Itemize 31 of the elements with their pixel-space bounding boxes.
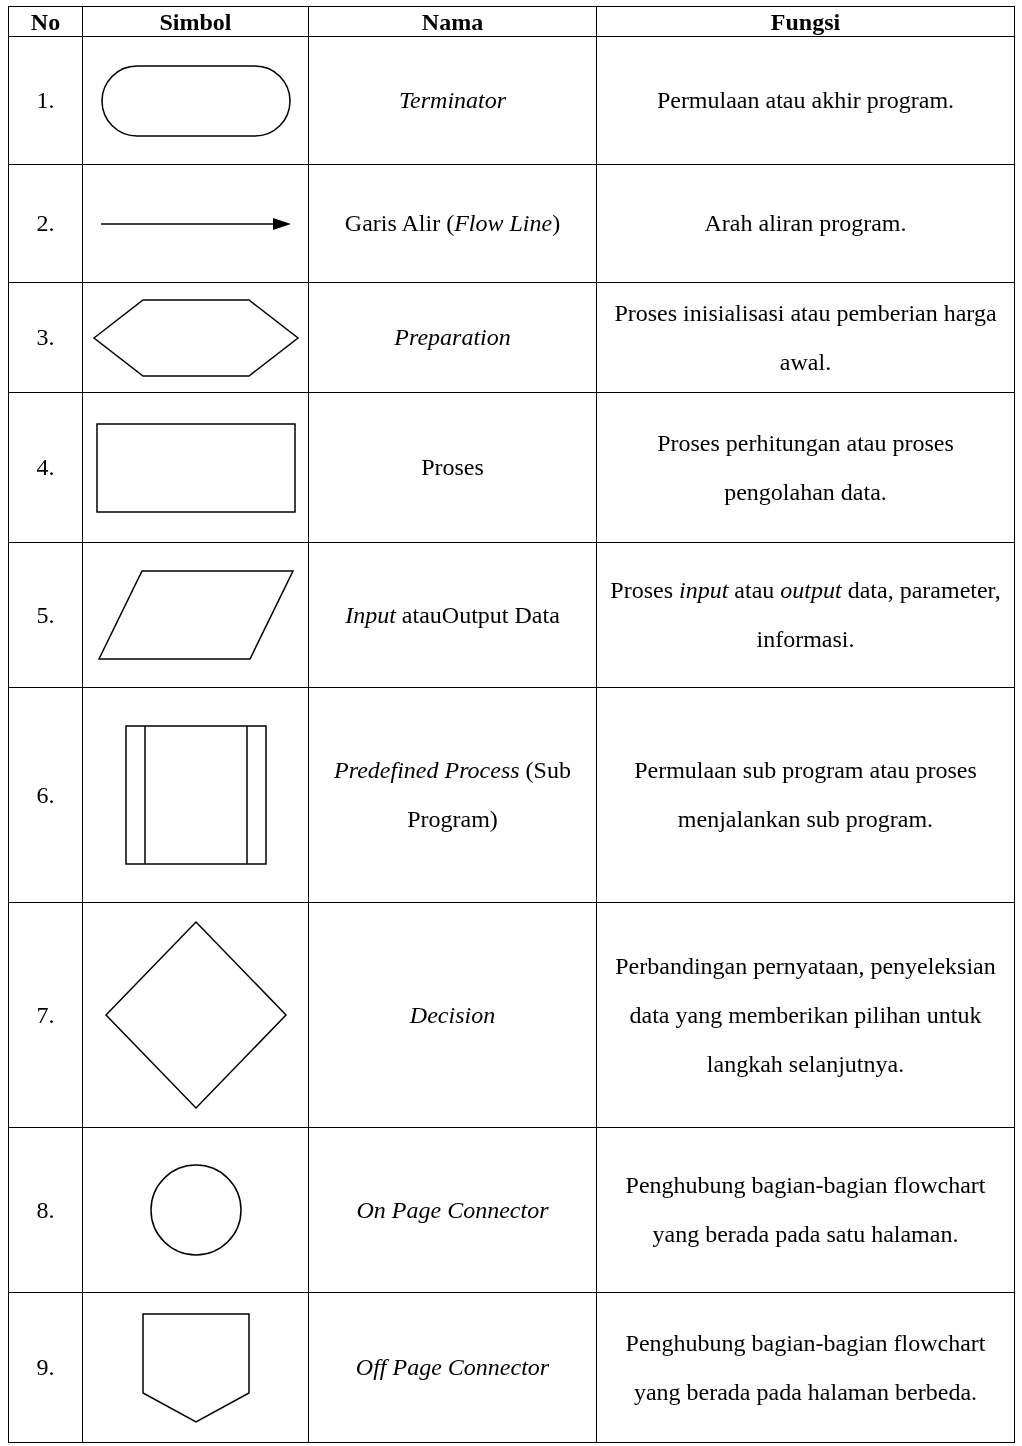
- function-description: Permulaan sub program atau proses menjalankan sub program.: [633, 756, 978, 834]
- row-number: 9.: [36, 1353, 55, 1382]
- symbol-name: Predefined Process (Sub Program): [333, 756, 572, 834]
- column-header: No: [30, 8, 61, 35]
- row-number: 1.: [36, 86, 55, 115]
- symbol-name: Off Page Connector: [355, 1353, 550, 1382]
- row-number: 8.: [36, 1195, 55, 1225]
- function-description: Penghubung bagian-bagian flowchart yang berada pada halaman berbeda.: [624, 1328, 987, 1407]
- symbol-name: Input atauOutput Data: [345, 600, 560, 630]
- function-description: Proses input atau output data, parameter, informasi.: [609, 576, 1002, 654]
- function-description: Proses inisialisasi atau pemberian harga awal.: [613, 298, 998, 377]
- symbol-name: Preparation: [394, 323, 511, 352]
- column-header: Simbol: [159, 8, 232, 35]
- symbol-name: Decision: [409, 1000, 496, 1030]
- function-description: Arah aliran program.: [704, 209, 907, 238]
- symbol-name: Garis Alir (Flow Line): [344, 209, 561, 238]
- symbol-name: On Page Connector: [356, 1195, 549, 1225]
- row-number: 7.: [36, 1000, 55, 1030]
- column-header: Fungsi: [770, 8, 841, 35]
- symbol-name: Terminator: [398, 86, 507, 115]
- row-number: 5.: [36, 600, 55, 630]
- row-number: 3.: [36, 323, 55, 352]
- function-description: Permulaan atau akhir program.: [656, 86, 955, 115]
- column-header: Nama: [421, 8, 484, 35]
- function-description: Perbandingan pernyataan, penyeleksian data yang memberikan pilihan untuk langkah selanjutnya.: [614, 951, 997, 1079]
- row-number: 4.: [36, 453, 55, 482]
- row-number: 2.: [36, 209, 55, 238]
- function-description: Penghubung bagian-bagian flowchart yang berada pada satu halaman.: [624, 1171, 987, 1249]
- symbol-name: Proses: [421, 453, 484, 482]
- function-description: Proses perhitungan atau proses pengolahan data.: [656, 428, 955, 507]
- row-number: 6.: [36, 780, 55, 810]
